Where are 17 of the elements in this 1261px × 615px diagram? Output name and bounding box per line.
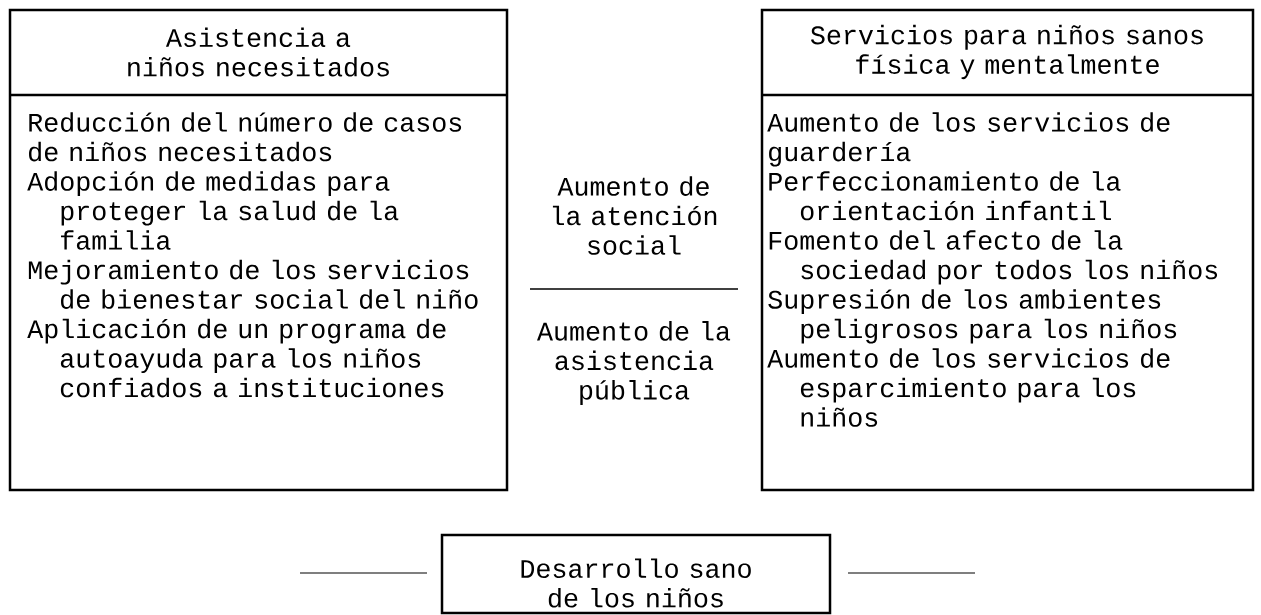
caption-text: Aumento de la asistencia pública bbox=[537, 321, 731, 405]
box-heading: Asistencia a niños necesitados bbox=[128, 27, 389, 77]
list-item: Reducción del número de casos de niños necesitados bbox=[29, 112, 462, 162]
box-heading: Desarrollo sano de los niños bbox=[521, 558, 751, 608]
list-item: Fomento del afecto de la sociedad por todos los niños bbox=[769, 230, 1218, 285]
list-item: Aplicación de un programa de autoayuda para los niños confiados a instituciones bbox=[27, 318, 446, 398]
list-item: Adopción de medidas para proteger la salud de la familia bbox=[27, 171, 399, 250]
list-item: Aumento de los servicios de guardería bbox=[767, 112, 1170, 167]
text-box bbox=[760, 8, 1255, 492]
text-box bbox=[440, 533, 832, 615]
list-item: Supresión de los ambientes peligrosos para los niños bbox=[768, 289, 1177, 344]
box-heading: Servicios para niños sanos física y mentalmente bbox=[810, 24, 1203, 80]
list-item: Mejoramiento de los servicios de bienestar social del niño bbox=[28, 259, 478, 309]
list-item: Aumento de los servicios de esparcimiento para los niños bbox=[767, 348, 1170, 427]
text-box bbox=[8, 8, 509, 492]
list-item: Perfeccionamiento de la orientación infantil bbox=[769, 171, 1121, 221]
caption-text: Aumento de la atención social bbox=[552, 176, 717, 255]
